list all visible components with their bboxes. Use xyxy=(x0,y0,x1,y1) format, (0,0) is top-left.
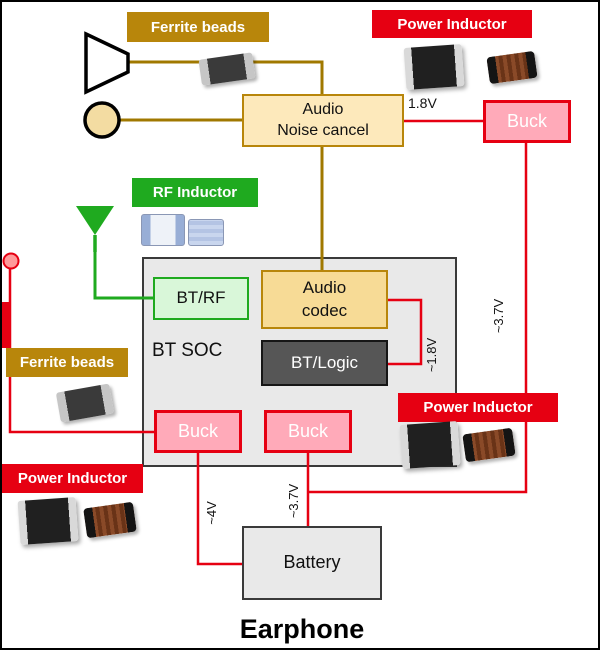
voltage-37v-right-rail: ~3.7V xyxy=(491,298,506,334)
bt-soc-label: BT SOC xyxy=(152,340,223,361)
buck-left-block: Buck xyxy=(154,410,242,453)
power-inductor-chip-icon xyxy=(403,44,465,90)
buck-top-block: Buck xyxy=(483,100,571,143)
audio-codec-line2: codec xyxy=(301,300,348,320)
audio-noise-cancel-line2: Noise cancel xyxy=(277,121,369,139)
port-dot-icon xyxy=(2,252,20,270)
voltage-4v-battery: ~4V xyxy=(204,501,219,525)
voltage-18v-top: 1.8V xyxy=(408,95,437,111)
bt-rf-block: BT/RF xyxy=(153,277,249,320)
speaker-horn-icon xyxy=(84,31,130,95)
audio-noise-cancel-line1: Audio xyxy=(302,100,344,118)
power-inductor-top-label: Power Inductor xyxy=(372,10,532,38)
left-mic-power-rail xyxy=(8,268,154,434)
left-edge-connector xyxy=(2,302,9,348)
microphone-icon xyxy=(83,101,121,139)
antenna-icon xyxy=(76,206,114,252)
buck-right-block: Buck xyxy=(264,410,352,453)
buck-left-to-battery-wire xyxy=(196,453,242,566)
audio-noise-cancel-block: Audio Noise cancel xyxy=(242,94,404,147)
antenna-to-btrf-wire xyxy=(93,250,155,300)
power-inductor-chip-icon xyxy=(399,421,461,469)
power-inductor-right-label: Power Inductor xyxy=(398,393,558,422)
rf-inductor-chip-icon xyxy=(141,214,185,246)
voltage-18v-codec-rail: ~1.8V xyxy=(424,337,439,373)
rf-inductor-chip-icon xyxy=(188,219,224,246)
power-inductor-chip-icon xyxy=(17,497,79,545)
rf-inductor-label: RF Inductor xyxy=(132,178,258,207)
bt-logic-block: BT/Logic xyxy=(261,340,388,386)
power-inductor-bottom-label: Power Inductor xyxy=(2,464,143,493)
audio-codec-block: Audio codec xyxy=(261,270,388,329)
speaker-wire xyxy=(124,60,324,96)
right-37v-rail xyxy=(309,143,528,494)
voltage-37v-battery: ~3.7V xyxy=(286,483,301,519)
audio-codec-line1: Audio xyxy=(302,278,347,298)
codec-18v-rail xyxy=(388,298,423,366)
battery-block: Battery xyxy=(242,526,382,600)
diagram-title: Earphone xyxy=(239,614,365,644)
ferrite-beads-top-label: Ferrite beads xyxy=(127,12,269,42)
ferrite-beads-left-label: Ferrite beads xyxy=(6,348,128,377)
